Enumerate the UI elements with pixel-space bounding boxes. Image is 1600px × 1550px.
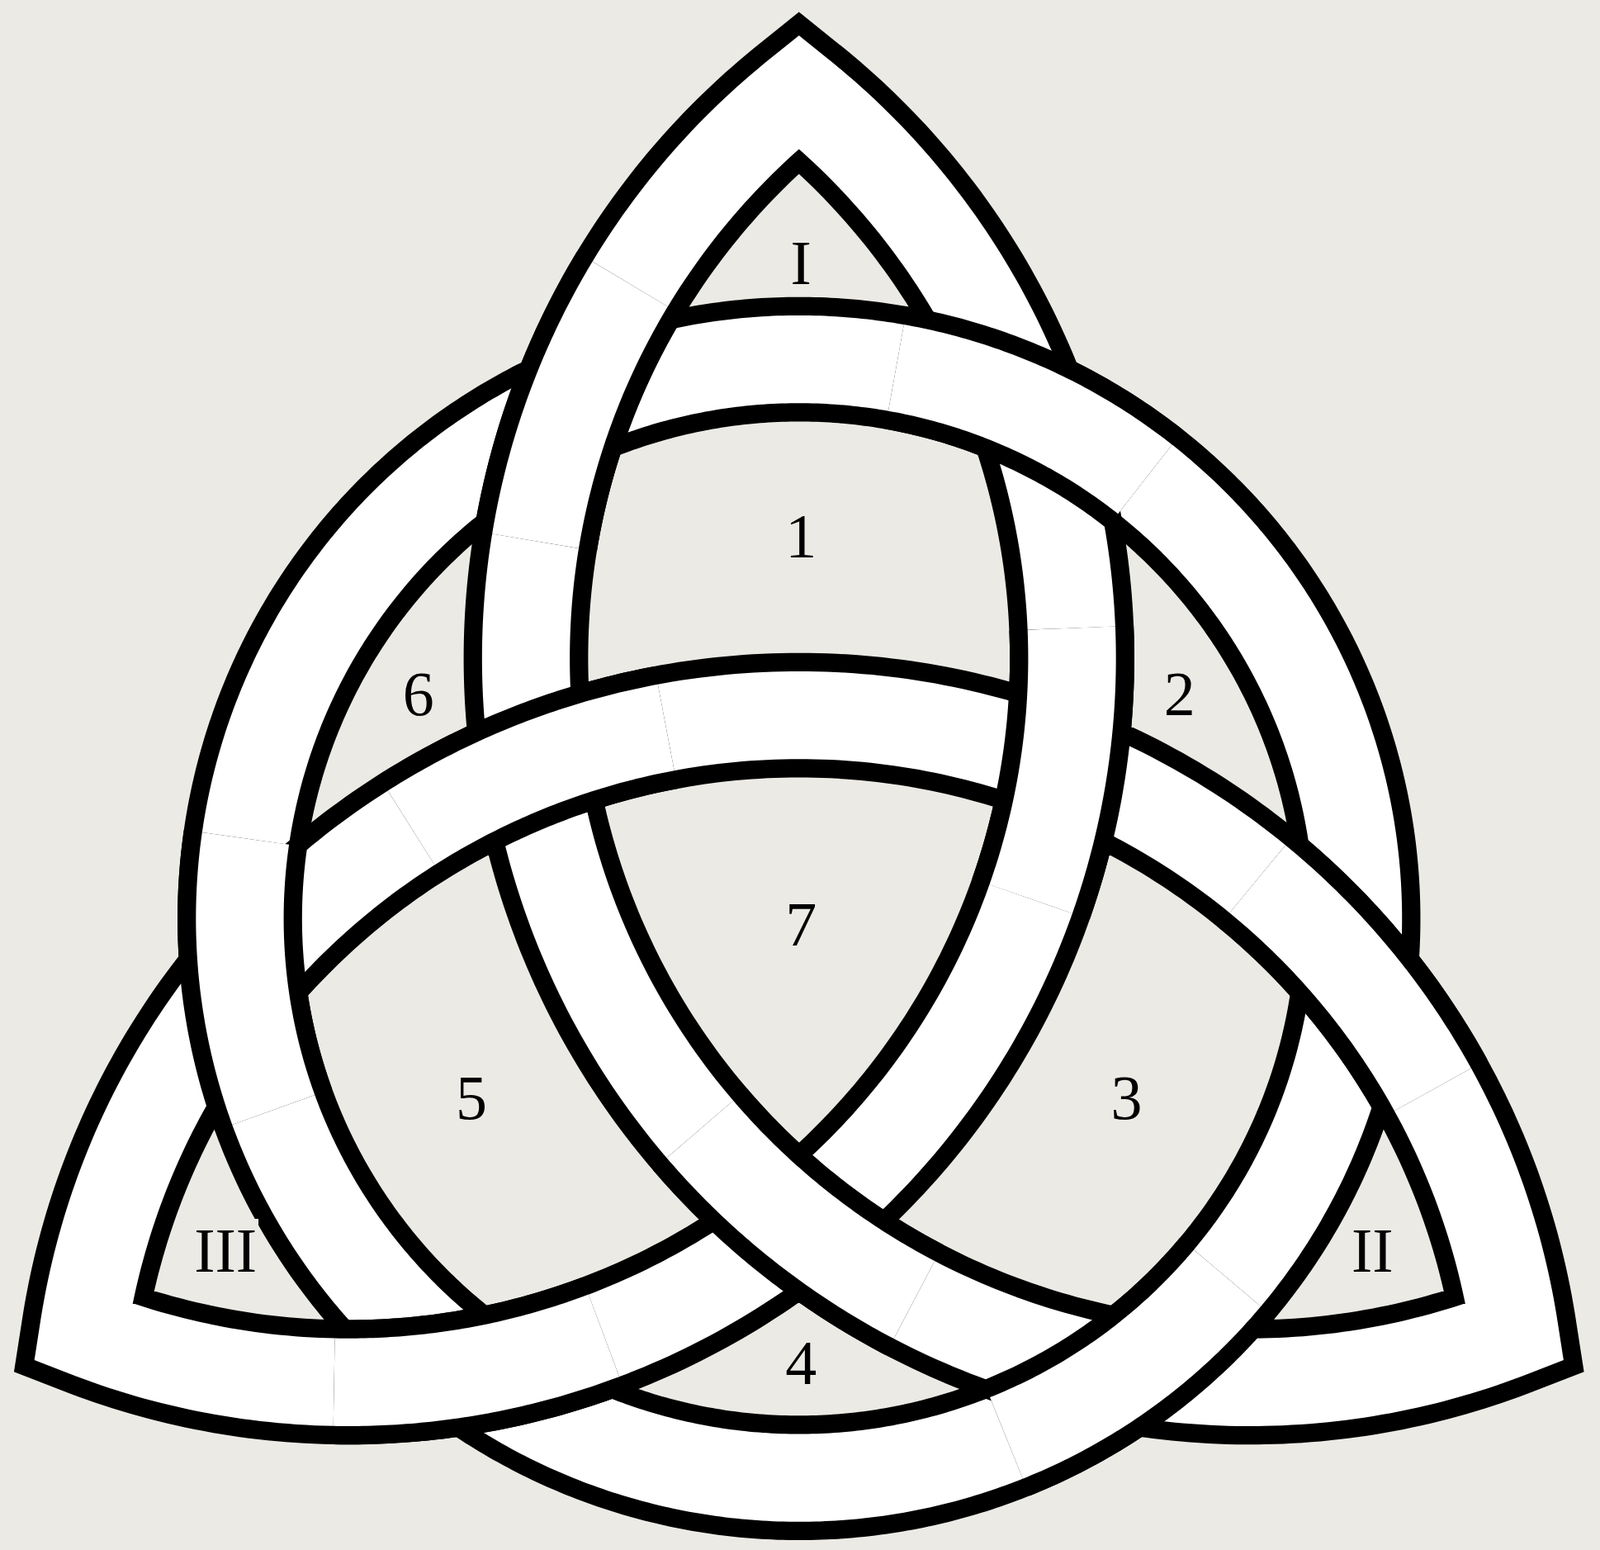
circle-over-triquetra-fill <box>895 367 1146 479</box>
triquetra-over-circle-fill <box>334 1334 605 1383</box>
circle-over-triquetra-outline <box>1006 1278 1228 1439</box>
region-label-slot: 1 <box>783 504 819 568</box>
triquetra-over-circle-outline <box>1257 878 1433 1089</box>
region-label: 2 <box>1162 662 1198 725</box>
region-label: I <box>789 231 814 294</box>
region-label: 1 <box>783 504 819 568</box>
region-label-slot: III <box>192 1218 259 1282</box>
triquetra-over-circle-outline <box>535 284 631 541</box>
knot-group <box>83 91 1515 1477</box>
region-label-slot: 3 <box>1109 1065 1145 1129</box>
triquetra-over-triquetra-outline <box>1031 628 1073 900</box>
triquetra-over-triquetra-fill <box>1031 628 1073 900</box>
region-label-slot: 2 <box>1162 662 1198 725</box>
circle-over-triquetra-fill <box>239 837 274 1110</box>
triquetra-over-triquetra-fill <box>411 727 667 828</box>
region-label: 3 <box>1109 1065 1145 1129</box>
region-label: 7 <box>783 892 819 956</box>
triquetra-over-circle-fill <box>535 284 631 541</box>
triquetra-over-circle-fill <box>1257 878 1433 1089</box>
knot-circle-fill <box>239 359 1359 1478</box>
region-label: 5 <box>454 1065 489 1129</box>
region-label-slot: 4 <box>783 1330 819 1394</box>
region-label: 6 <box>401 662 436 725</box>
region-label: II <box>1349 1218 1396 1282</box>
circle-over-triquetra-outline <box>239 837 274 1110</box>
region-label-slot: I <box>789 231 814 294</box>
triquetra-over-triquetra-fill <box>700 1129 915 1301</box>
region-label: III <box>192 1218 259 1282</box>
triquetra-over-triquetra-outline <box>411 727 667 828</box>
triquetra-over-triquetra-outline <box>700 1129 915 1301</box>
region-label-slot: II <box>1349 1218 1396 1282</box>
knot-circle-outline <box>239 359 1359 1478</box>
circle-over-triquetra-fill <box>1006 1278 1228 1439</box>
region-label-slot: 6 <box>401 662 436 725</box>
region-label: 4 <box>783 1330 819 1394</box>
triquetra-band-outline <box>83 91 1515 1383</box>
region-label-slot: 5 <box>454 1065 489 1129</box>
region-label-slot: 7 <box>783 892 819 956</box>
triquetra-band-fill <box>83 91 1515 1383</box>
circle-over-triquetra-outline <box>895 367 1146 479</box>
triquetra-over-circle-outline <box>334 1334 605 1383</box>
